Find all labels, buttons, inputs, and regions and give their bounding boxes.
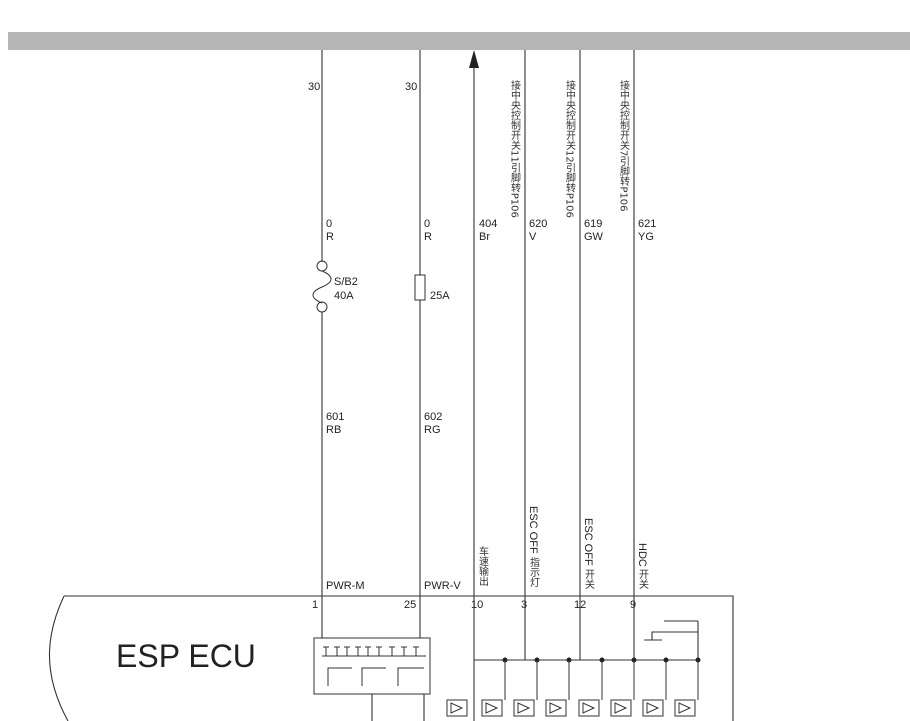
c6-func-en: HDC — [636, 543, 648, 567]
ecu-outline — [48, 595, 734, 721]
ecu-title: ESP ECU — [116, 638, 256, 674]
c2-pin: 25 — [404, 599, 416, 611]
c5-func-cn: 开关 — [583, 569, 595, 590]
buffer-8 — [674, 699, 696, 717]
buffer-2 — [481, 699, 503, 717]
c6-wire-color: YG — [638, 231, 654, 243]
c2-wire-color2: RG — [424, 424, 441, 436]
c2-fuse-rating: 25A — [430, 290, 450, 302]
c1-pin: 1 — [312, 599, 318, 611]
buffer-4 — [545, 699, 567, 717]
ecu-power-switch-block — [313, 596, 431, 721]
c4-func-cn: 指示灯 — [528, 556, 540, 588]
c4-func-en: ESC OFF — [527, 506, 539, 554]
c4-wire-num: 620 — [529, 218, 547, 230]
c2-wire-num2: 602 — [424, 411, 442, 423]
wire-column-1: 30 0 R S/B2 40A 601 RB PWR-M 1 — [308, 50, 365, 611]
c5-wire-color: GW — [584, 231, 604, 243]
c2-signal: PWR-V — [424, 580, 461, 592]
power-bus-bar — [8, 32, 910, 50]
buffer-3 — [513, 699, 535, 717]
output-arrow-icon — [469, 50, 479, 68]
c6-note-cn: 接中央控制开关7引脚转P106 — [618, 79, 630, 212]
c1-wire-color2: RB — [326, 424, 341, 436]
c5-wire-num: 619 — [584, 218, 602, 230]
c3-wire-color: Br — [479, 231, 490, 243]
buffer-7 — [642, 699, 664, 717]
ecu-signal-bus — [473, 596, 701, 721]
c2-wire-num: 0 — [424, 218, 430, 230]
c1-wire-num2: 601 — [326, 411, 344, 423]
c5-note-cn: 接中央控制开关12引脚转P106 — [564, 79, 576, 218]
wire-column-3: 404 Br 车速输出 10 — [469, 50, 497, 611]
c1-wire-num: 0 — [326, 218, 332, 230]
c2-top-label: 30 — [405, 81, 417, 93]
c3-wire-num: 404 — [479, 218, 497, 230]
wire-column-2: 30 0 R 25A 602 RG PWR-V 25 — [404, 50, 461, 611]
buffer-5 — [578, 699, 600, 717]
c1-fuse-name: S/B2 — [334, 276, 358, 288]
c5-func-en: ESC OFF — [582, 518, 594, 566]
c3-pin: 10 — [471, 599, 483, 611]
c1-fuse-rating: 40A — [334, 290, 354, 302]
c4-note-cn: 接中央控制开关11引脚转P106 — [509, 79, 521, 218]
c6-wire-num: 621 — [638, 218, 656, 230]
buffer-1 — [446, 699, 468, 717]
c6-pin: 9 — [630, 599, 636, 611]
wire-column-6: 接中央控制开关7引脚转P106 621 YG HDC 开关 9 — [618, 50, 656, 611]
c4-pin: 3 — [521, 599, 527, 611]
wire-column-4: 接中央控制开关11引脚转P106 620 V ESC OFF 指示灯 3 — [509, 50, 547, 611]
c2-wire-color: R — [424, 231, 432, 243]
c4-wire-color: V — [529, 231, 537, 243]
c3-func-cn: 车速输出 — [477, 545, 489, 586]
wire-column-5: 接中央控制开关12引脚转P106 619 GW ESC OFF 开关 12 — [564, 50, 604, 611]
ecu-input-buffers — [446, 699, 696, 717]
c1-wire-color: R — [326, 231, 334, 243]
fuse-sb2 — [312, 260, 332, 313]
c6-func-cn: 开关 — [637, 569, 649, 590]
c1-signal: PWR-M — [326, 580, 365, 592]
c1-top-label: 30 — [308, 81, 320, 93]
fuse-25a — [414, 274, 426, 301]
buffer-6 — [610, 699, 632, 717]
